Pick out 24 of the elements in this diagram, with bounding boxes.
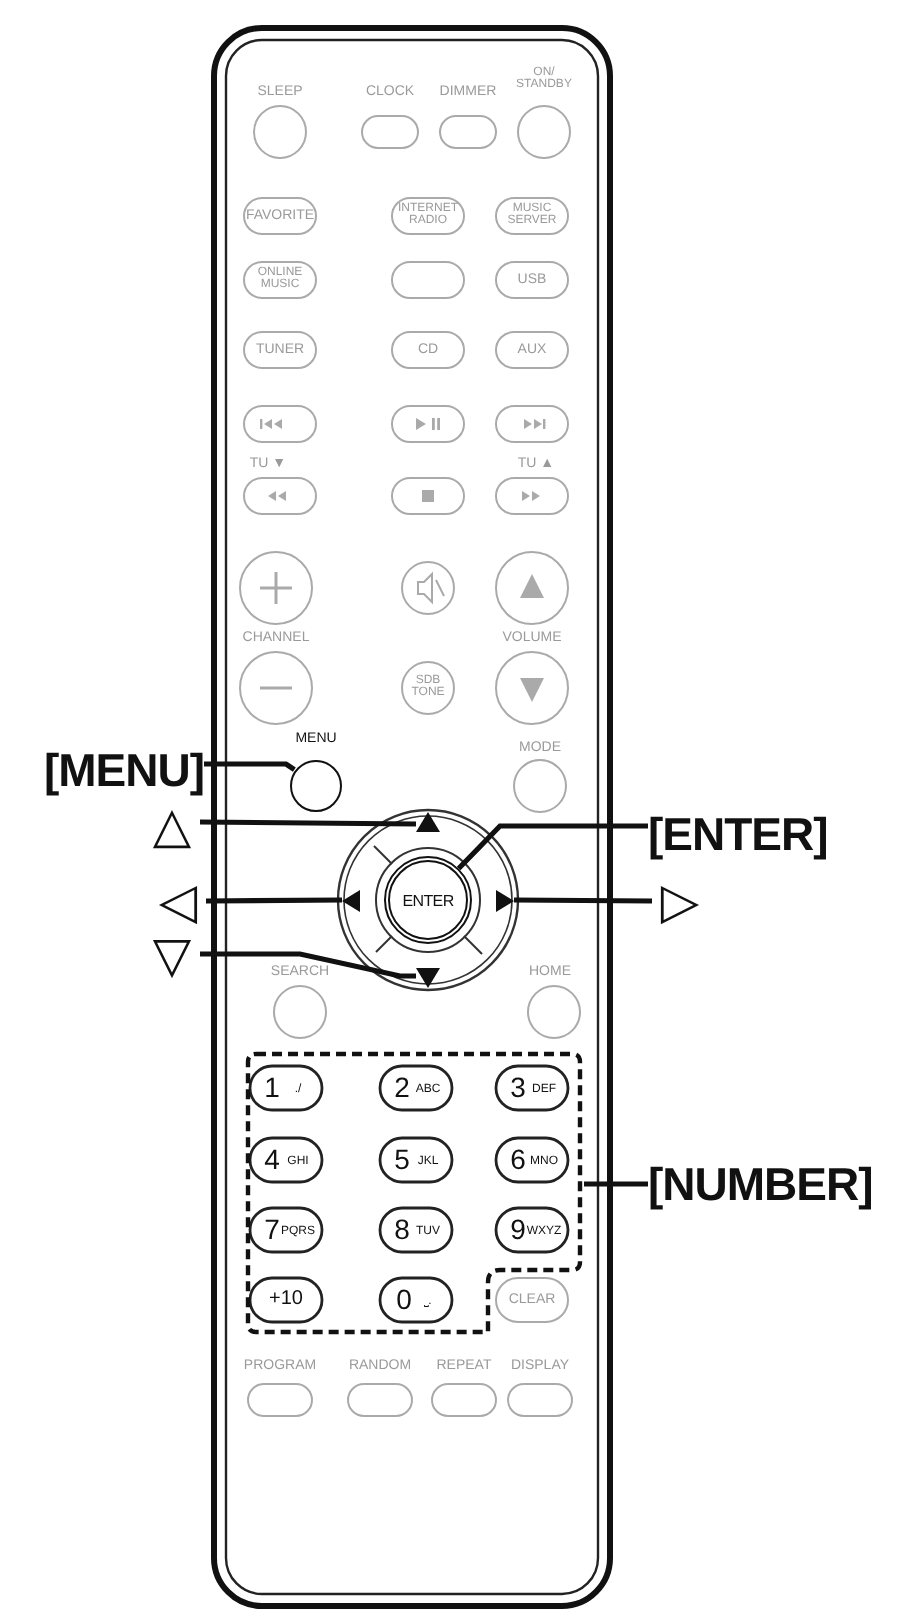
leader-line (200, 951, 416, 979)
button-label: +10 (269, 1289, 303, 1311)
leader-line (206, 897, 342, 904)
callout-label: [MENU] (20, 740, 204, 800)
callout-label: ◁ (150, 872, 206, 928)
callout-label: △ (144, 796, 200, 852)
key-digit: 8 (394, 1215, 410, 1245)
callout-label: ▷ (652, 872, 708, 928)
callout-label: [NUMBER] (648, 1154, 898, 1214)
key-digit: 7 (264, 1215, 280, 1245)
key-digit: 0 (396, 1285, 412, 1315)
key-digit: 4 (264, 1145, 280, 1175)
callout-label: [ENTER] (648, 804, 860, 864)
key-digit: 1 (264, 1073, 280, 1103)
leader-line (584, 1181, 648, 1187)
key-digit: 9 (510, 1215, 526, 1245)
key-digit: 2 (394, 1073, 410, 1103)
leader-line (204, 761, 296, 772)
key-digit: 3 (510, 1073, 526, 1103)
leader-line (514, 897, 652, 904)
leader-line (456, 823, 648, 871)
callout-label: ▽ (144, 926, 200, 982)
key-digit: 5 (394, 1145, 410, 1175)
key-digit: 6 (510, 1145, 526, 1175)
